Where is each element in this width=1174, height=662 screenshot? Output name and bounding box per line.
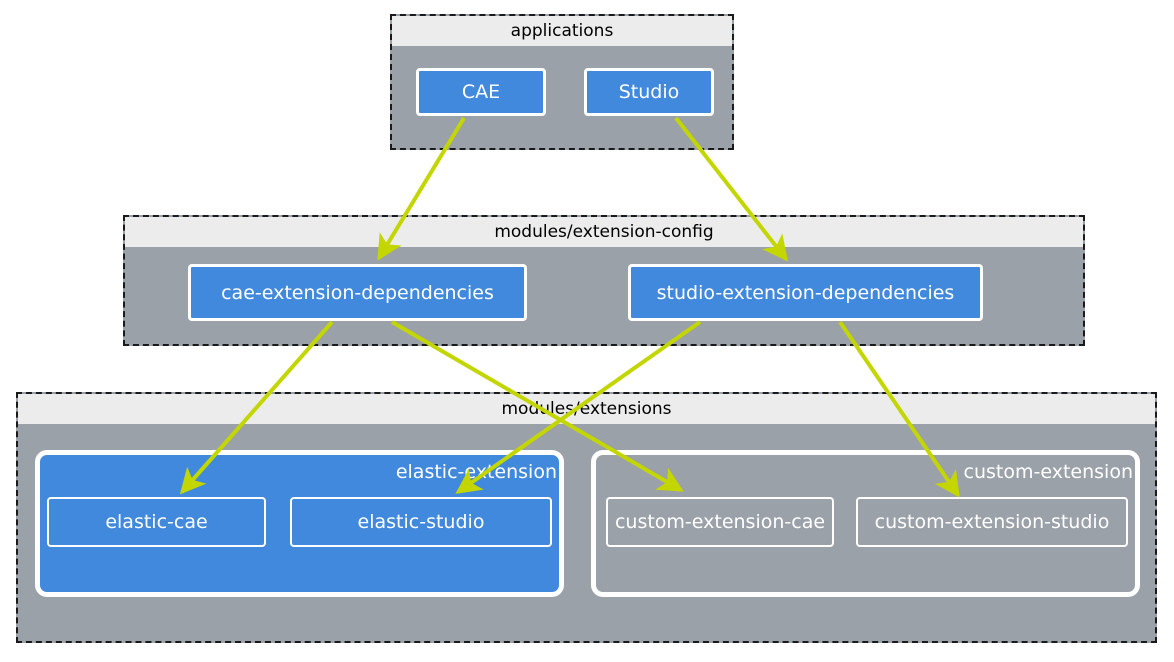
node-studio-label: Studio [618,81,680,103]
package-extensions: modules/extensions elastic-extension ela… [16,392,1157,643]
node-cae-extension-dependencies[interactable]: cae-extension-dependencies [188,264,527,321]
package-applications: applications CAE Studio [390,14,734,150]
node-studio[interactable]: Studio [584,68,714,116]
node-custom-extension-cae-label: custom-extension-cae [614,511,826,533]
node-custom-extension-cae[interactable]: custom-extension-cae [606,497,834,547]
package-applications-title: applications [392,16,732,46]
group-custom-extension[interactable]: custom-extension custom-extension-cae cu… [591,450,1140,597]
package-extension-config-body: cae-extension-dependencies studio-extens… [125,247,1083,344]
node-cae-extension-dependencies-label: cae-extension-dependencies [221,281,494,304]
package-extension-config: modules/extension-config cae-extension-d… [123,215,1085,346]
package-extensions-body: elastic-extension elastic-cae elastic-st… [18,424,1155,641]
node-cae[interactable]: CAE [416,68,546,116]
package-extensions-title: modules/extensions [18,394,1155,424]
node-elastic-cae[interactable]: elastic-cae [47,497,266,547]
node-elastic-studio[interactable]: elastic-studio [290,497,552,547]
package-extension-config-title: modules/extension-config [125,217,1083,247]
node-elastic-studio-label: elastic-studio [357,511,485,533]
group-elastic-extension[interactable]: elastic-extension elastic-cae elastic-st… [35,450,564,597]
node-custom-extension-studio[interactable]: custom-extension-studio [856,497,1128,547]
node-studio-extension-dependencies[interactable]: studio-extension-dependencies [628,264,983,321]
group-elastic-extension-label: elastic-extension [395,461,557,483]
node-studio-extension-dependencies-label: studio-extension-dependencies [656,281,955,304]
group-custom-extension-label: custom-extension [963,461,1133,483]
node-custom-extension-studio-label: custom-extension-studio [874,511,1110,533]
node-cae-label: CAE [461,81,501,103]
package-applications-body: CAE Studio [392,46,732,148]
node-elastic-cae-label: elastic-cae [105,511,208,533]
